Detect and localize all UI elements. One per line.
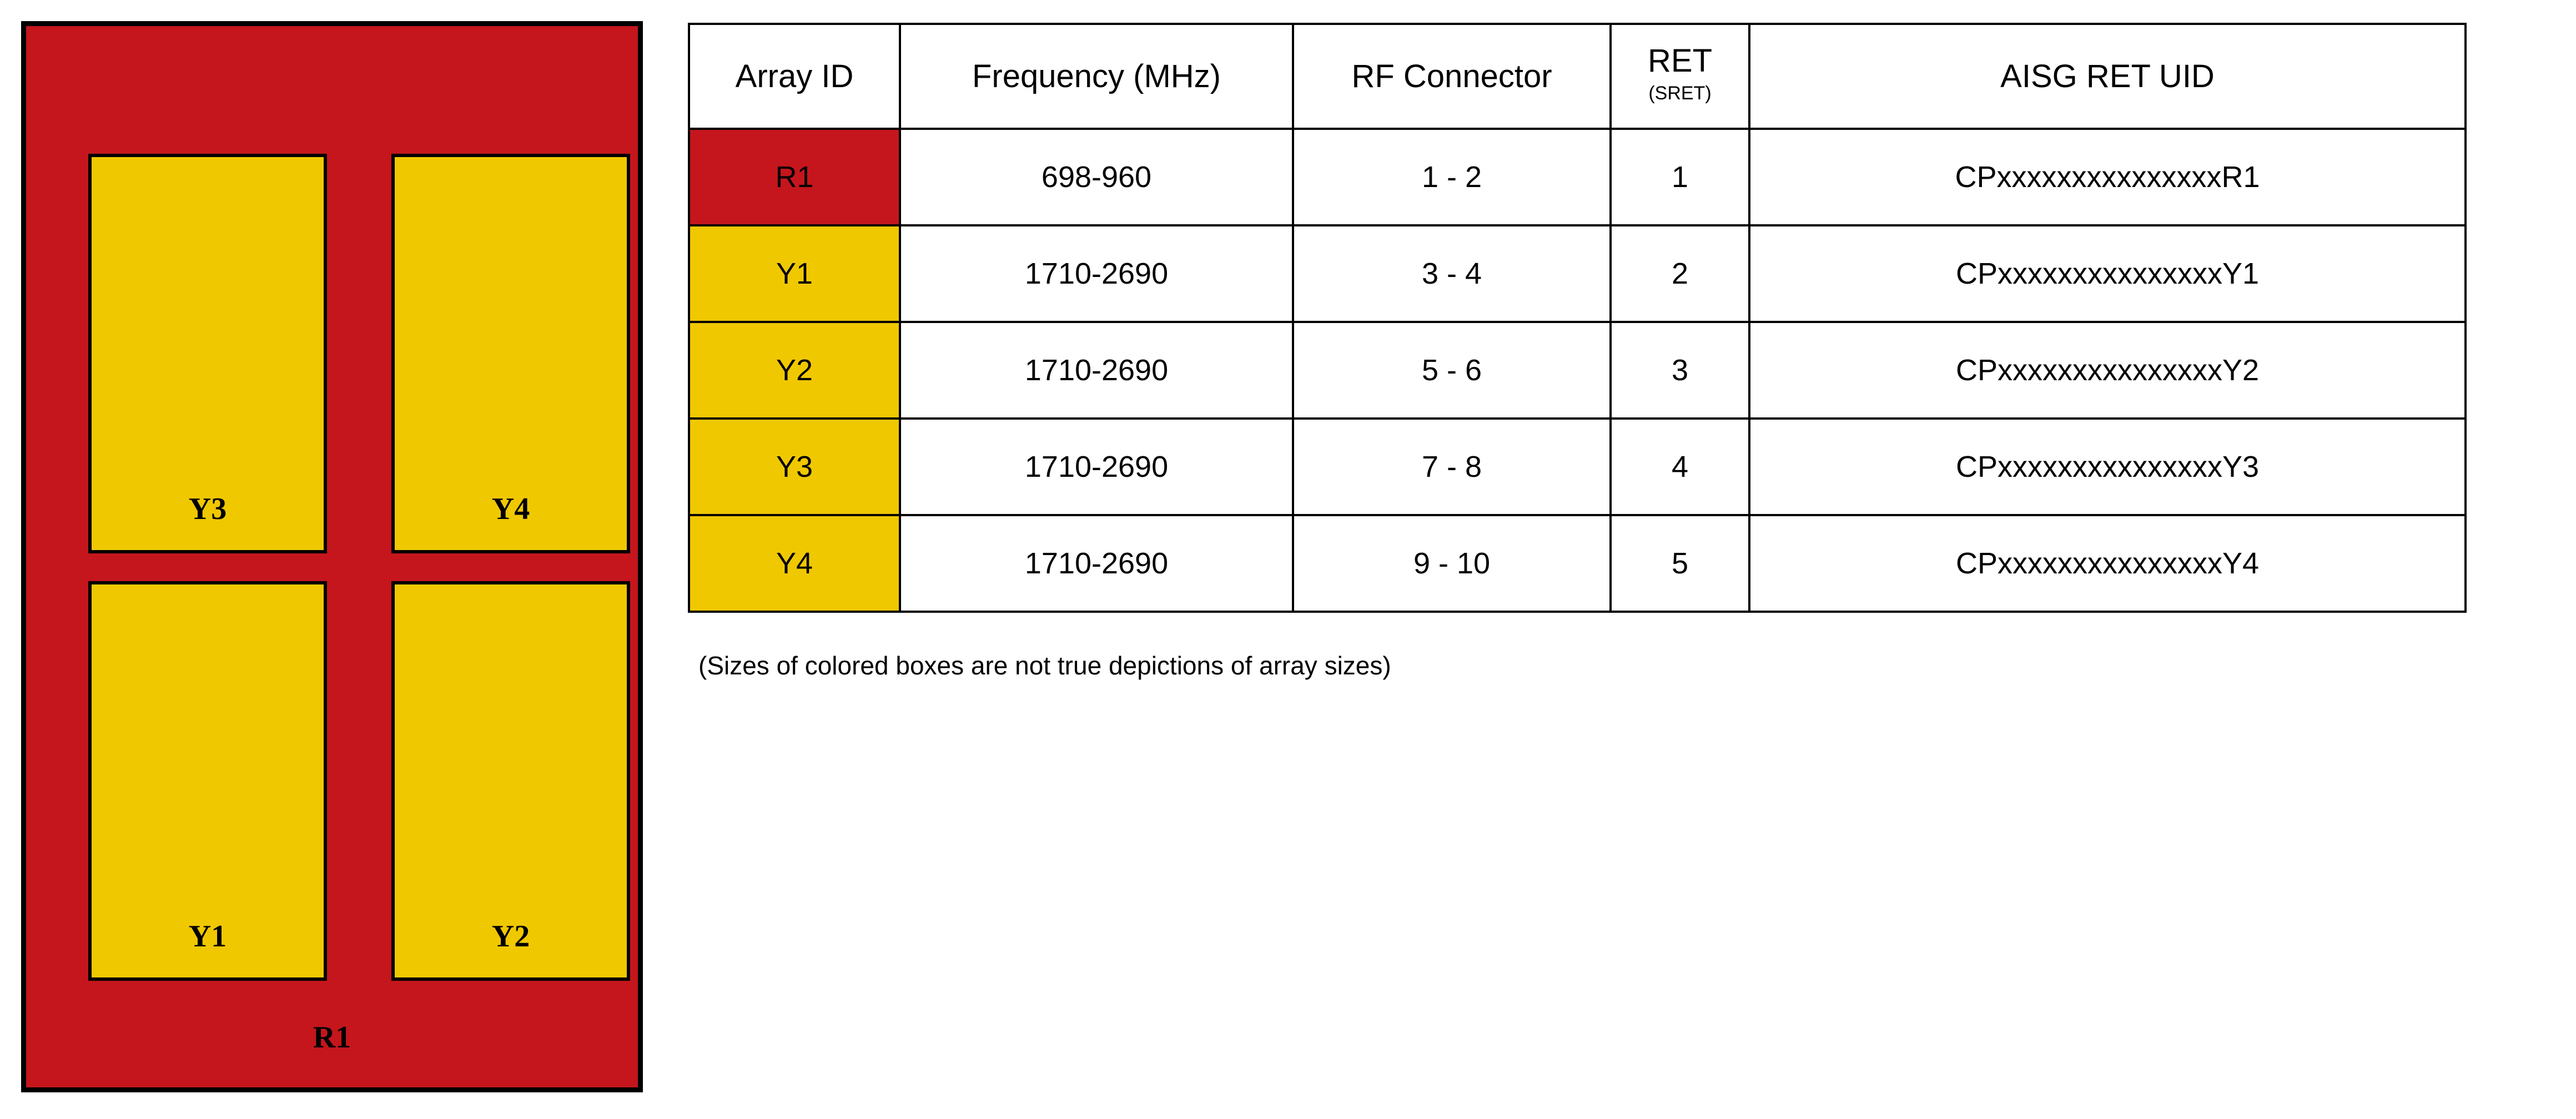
cell-rf-connector: 1 - 2 xyxy=(1292,128,1612,226)
table-header-row: Array ID Frequency (MHz) RF Connector RE… xyxy=(688,23,2467,130)
cell-array-id: Y2 xyxy=(688,321,901,420)
array-label-y3: Y3 xyxy=(188,492,227,526)
column-header-array-id: Array ID xyxy=(688,23,901,130)
cell-ret: 4 xyxy=(1609,417,1750,516)
table-row: Y1 1710-2690 3 - 4 2 CPxxxxxxxxxxxxxxxY1 xyxy=(688,224,2467,323)
column-header-aisg-ret-uid: AISG RET UID xyxy=(1748,23,2467,130)
column-header-frequency: Frequency (MHz) xyxy=(899,23,1294,130)
cell-frequency: 1710-2690 xyxy=(899,224,1294,323)
table-row: Y4 1710-2690 9 - 10 5 CPxxxxxxxxxxxxxxxY… xyxy=(688,514,2467,613)
cell-array-id: Y1 xyxy=(688,224,901,323)
cell-array-id: R1 xyxy=(688,128,901,226)
array-box-y3: Y3 xyxy=(88,154,327,553)
cell-ret: 3 xyxy=(1609,321,1750,420)
array-label-y2: Y2 xyxy=(491,919,530,954)
cell-aisg-ret-uid: CPxxxxxxxxxxxxxxxY4 xyxy=(1748,514,2467,613)
cell-aisg-ret-uid: CPxxxxxxxxxxxxxxxY2 xyxy=(1748,321,2467,420)
cell-rf-connector: 9 - 10 xyxy=(1292,514,1612,613)
cell-ret: 5 xyxy=(1609,514,1750,613)
table-caption: (Sizes of colored boxes are not true dep… xyxy=(698,651,1391,680)
column-header-ret: RET (SRET) xyxy=(1609,23,1750,130)
array-box-y1: Y1 xyxy=(88,581,327,981)
array-box-y2: Y2 xyxy=(391,581,630,981)
antenna-diagram: Y3 Y4 Y1 Y2 R1 xyxy=(21,21,643,1092)
column-header-ret-main: RET xyxy=(1648,42,1712,79)
cell-frequency: 698-960 xyxy=(899,128,1294,226)
array-label-y1: Y1 xyxy=(188,919,227,954)
cell-array-id: Y3 xyxy=(688,417,901,516)
cell-frequency: 1710-2690 xyxy=(899,321,1294,420)
cell-frequency: 1710-2690 xyxy=(899,417,1294,516)
cell-aisg-ret-uid: CPxxxxxxxxxxxxxxxR1 xyxy=(1748,128,2467,226)
column-header-ret-sub: (SRET) xyxy=(1648,82,1712,104)
cell-rf-connector: 3 - 4 xyxy=(1292,224,1612,323)
table-row: Y2 1710-2690 5 - 6 3 CPxxxxxxxxxxxxxxxY2 xyxy=(688,321,2467,420)
radome-outline: Y3 Y4 Y1 Y2 R1 xyxy=(21,21,643,1092)
cell-ret: 2 xyxy=(1609,224,1750,323)
table-body: R1 698-960 1 - 2 1 CPxxxxxxxxxxxxxxxR1 Y… xyxy=(688,128,2467,613)
cell-ret: 1 xyxy=(1609,128,1750,226)
cell-rf-connector: 5 - 6 xyxy=(1292,321,1612,420)
cell-array-id: Y4 xyxy=(688,514,901,613)
cell-aisg-ret-uid: CPxxxxxxxxxxxxxxxY1 xyxy=(1748,224,2467,323)
table-row: R1 698-960 1 - 2 1 CPxxxxxxxxxxxxxxxR1 xyxy=(688,128,2467,226)
table-row: Y3 1710-2690 7 - 8 4 CPxxxxxxxxxxxxxxxY3 xyxy=(688,417,2467,516)
column-header-rf-connector: RF Connector xyxy=(1292,23,1612,130)
radome-label-r1: R1 xyxy=(313,1020,351,1055)
array-specification-table: Array ID Frequency (MHz) RF Connector RE… xyxy=(688,23,2467,613)
array-label-y4: Y4 xyxy=(491,492,530,526)
array-box-y4: Y4 xyxy=(391,154,630,553)
cell-frequency: 1710-2690 xyxy=(899,514,1294,613)
cell-rf-connector: 7 - 8 xyxy=(1292,417,1612,516)
cell-aisg-ret-uid: CPxxxxxxxxxxxxxxxY3 xyxy=(1748,417,2467,516)
